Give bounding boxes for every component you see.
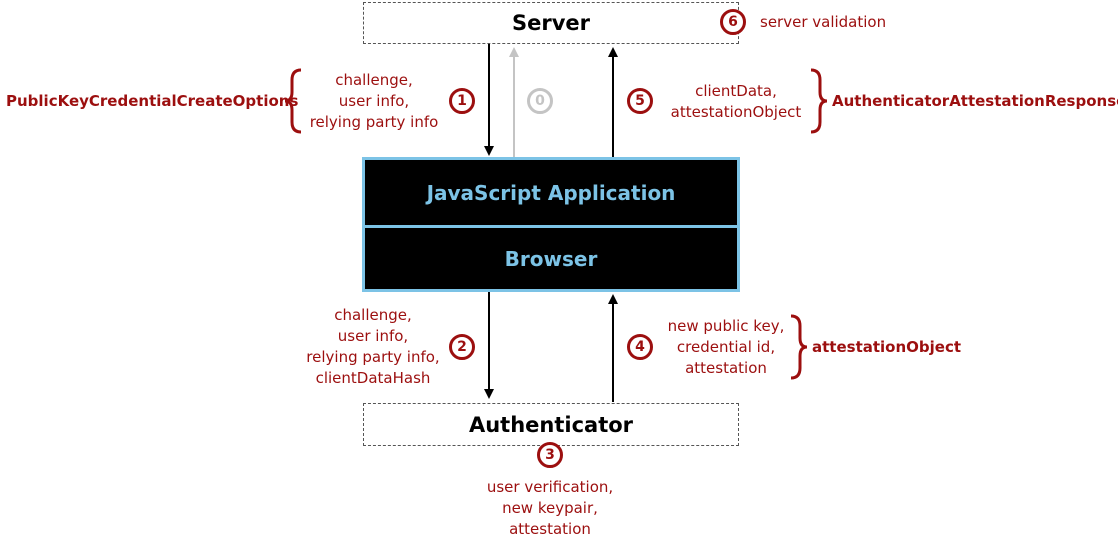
javascript-application-box: JavaScript Application (362, 157, 740, 228)
step-1-marker: 1 (449, 88, 475, 114)
authenticator-label: Authenticator (468, 412, 634, 437)
step-3-line: attestation (509, 520, 591, 538)
step-5-number: 5 (635, 93, 645, 109)
brace-create-options (284, 68, 302, 134)
step-1-line: relying party info (309, 113, 439, 131)
step-6-line: server validation (760, 13, 887, 31)
browser-label: Browser (504, 246, 598, 271)
step-5-line: clientData, (695, 82, 777, 100)
authenticator-box: Authenticator (363, 403, 739, 446)
step-5-description: clientData, attestationObject (662, 81, 810, 123)
step-3-line: new keypair, (502, 499, 598, 517)
attestation-response-label: AuthenticatorAttestationResponse (832, 92, 1118, 110)
step-4-number: 4 (635, 339, 645, 355)
step-4-line: attestation (685, 359, 767, 377)
step-1-line: user info, (338, 92, 410, 110)
step-2-line: clientDataHash (315, 369, 431, 387)
step-2-marker: 2 (449, 334, 475, 360)
brace-attestation-object (790, 314, 808, 380)
step-4-description: new public key, credential id, attestati… (660, 316, 792, 379)
step-3-marker: 3 (537, 442, 563, 468)
step-0-number: 0 (535, 93, 545, 109)
step-4-line: new public key, (667, 317, 785, 335)
step-2-number: 2 (457, 339, 467, 355)
create-options-label: PublicKeyCredentialCreateOptions (6, 92, 299, 110)
step-2-line: user info, (337, 327, 409, 345)
step-1-number: 1 (457, 93, 467, 109)
server-label: Server (511, 11, 590, 35)
step-4-marker: 4 (627, 334, 653, 360)
step-2-line: challenge, (334, 306, 412, 324)
brace-attestation-response (810, 68, 828, 134)
browser-box: Browser (362, 225, 740, 292)
step-3-line: user verification, (486, 478, 614, 496)
step-3-description: user verification, new keypair, attestat… (470, 477, 630, 540)
step-0-marker: 0 (527, 88, 553, 114)
step-5-marker: 5 (627, 88, 653, 114)
step-6-number: 6 (728, 14, 738, 30)
step-6-marker: 6 (720, 9, 746, 35)
step-5-line: attestationObject (670, 103, 802, 121)
step-2-description: challenge, user info, relying party info… (298, 305, 448, 389)
attestation-object-label: attestationObject (812, 338, 962, 356)
server-box: Server (363, 2, 739, 44)
step-6-description: server validation (760, 12, 886, 33)
step-1-line: challenge, (335, 71, 413, 89)
step-3-number: 3 (545, 447, 555, 463)
step-2-line: relying party info, (306, 348, 440, 366)
step-1-description: challenge, user info, relying party info (300, 70, 448, 133)
step-4-line: credential id, (676, 338, 776, 356)
javascript-application-label: JavaScript Application (426, 180, 676, 205)
